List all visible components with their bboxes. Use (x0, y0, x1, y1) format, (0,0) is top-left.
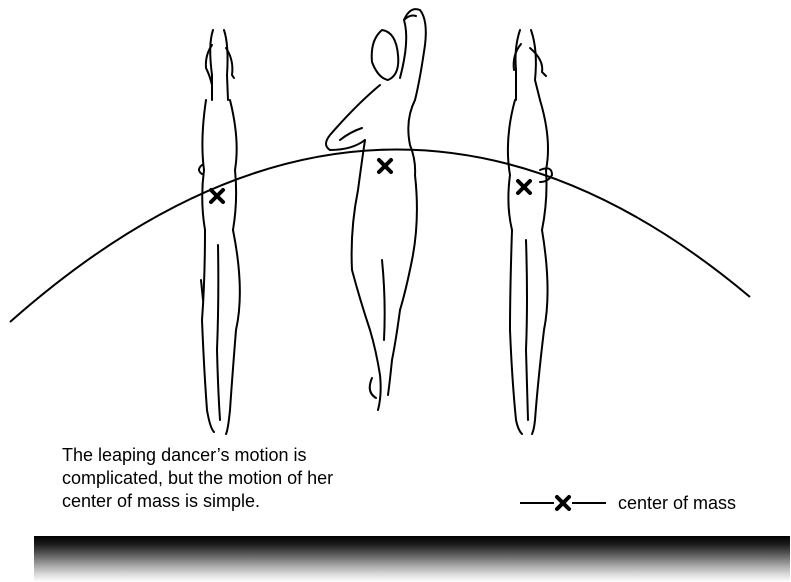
center-of-mass-marker (211, 190, 223, 202)
gradient-divider-bar (34, 536, 790, 582)
center-of-mass-marker (379, 160, 391, 172)
center-of-mass-marker (518, 181, 530, 193)
legend: center of mass (520, 488, 736, 518)
dancer-figure-middle (326, 9, 426, 410)
dancer-figure-right (508, 30, 552, 434)
dancer-figure-left (199, 30, 240, 434)
legend-label: center of mass (618, 493, 736, 514)
figure-caption: The leaping dancer’s motion is complicat… (62, 444, 342, 513)
x-marker-icon (520, 488, 606, 518)
center-of-mass-trajectory (10, 150, 750, 322)
